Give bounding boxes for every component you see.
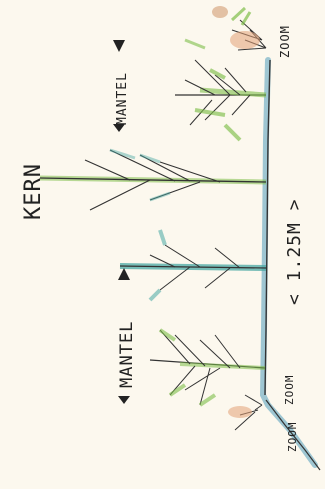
mantel-bottom-marker — [118, 396, 130, 404]
mantel-bottom-shrub — [150, 330, 265, 405]
mantel-bottom-arrow — [118, 268, 130, 280]
label-mantel-top: MANTEL — [115, 72, 130, 125]
mantel-top-arrow — [113, 40, 125, 52]
mantel-top-marker-bottom — [113, 124, 125, 132]
label-width: < 1.25M > — [284, 198, 305, 305]
label-mantel-bottom: MANTEL — [117, 321, 137, 388]
zoom-bottom-plants — [228, 395, 262, 430]
label-kern: KERN — [21, 163, 46, 220]
zoom-top-shrubs — [212, 6, 266, 50]
label-zoom-top: ZOOM — [278, 25, 292, 58]
label-zoom-bottom-2: ZOOM — [286, 422, 299, 453]
label-zoom-bottom: ZOOM — [283, 375, 296, 406]
kern-tree — [40, 150, 266, 210]
mantel-top-tree — [175, 40, 266, 140]
teal-trunk-tree — [120, 230, 266, 300]
